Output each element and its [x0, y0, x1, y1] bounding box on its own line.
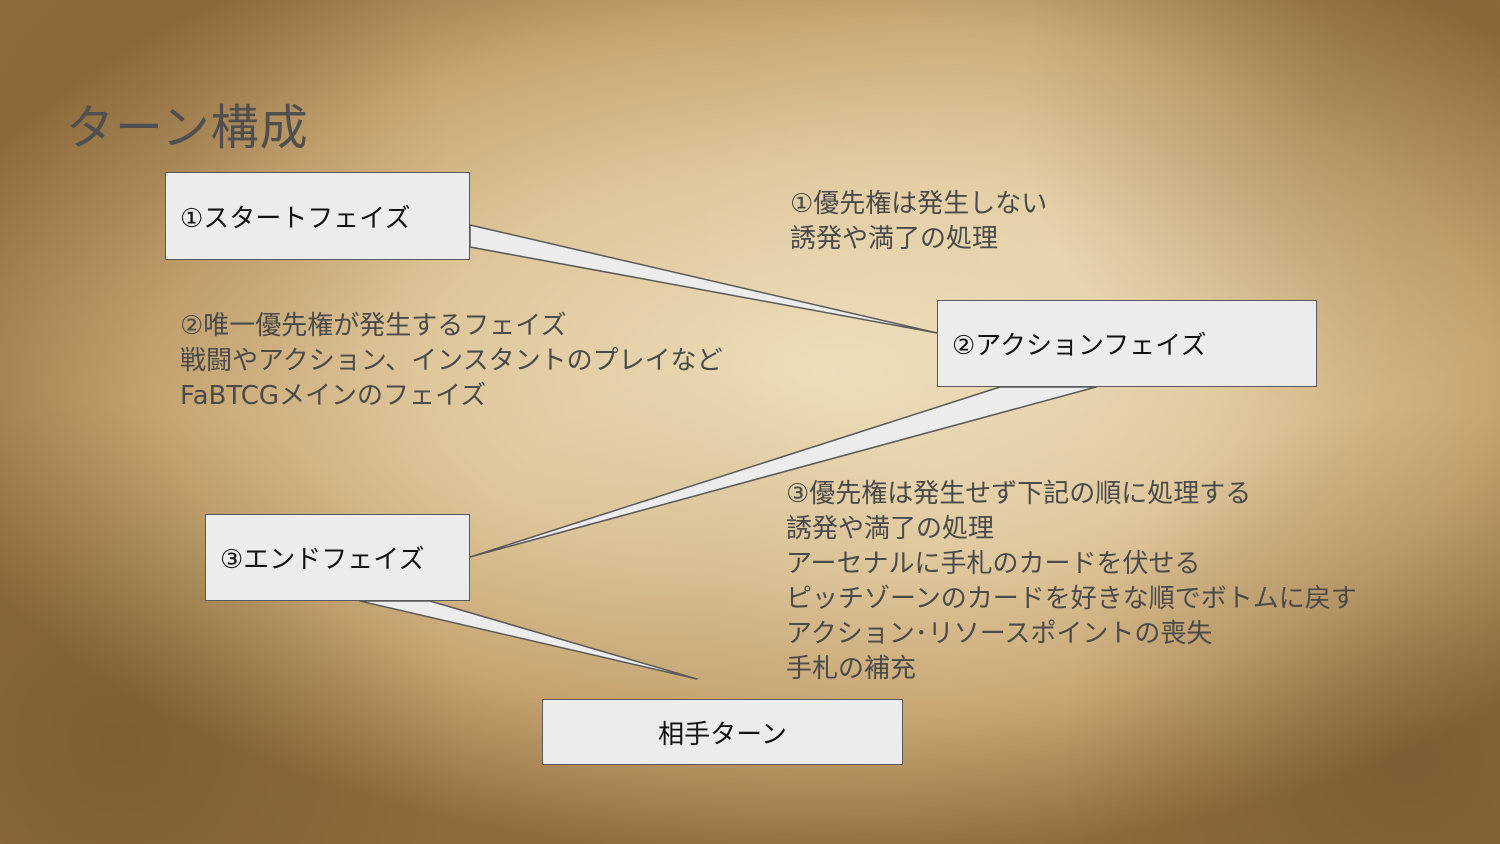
- note-line: アクション･リソースポイントの喪失: [786, 619, 1213, 649]
- note-line: ピッチゾーンのカードを好きな順でボトムに戻す: [786, 584, 1357, 614]
- phase-label-end: ③エンドフェイズ: [220, 545, 425, 575]
- note-end-phase: ③優先権は発生せず下記の順に処理する 誘発や満了の処理 アーセナルに手札のカード…: [786, 477, 1357, 687]
- phase-label-opponent-turn: 相手ターン: [658, 719, 787, 750]
- connector-action-to-end: [469, 386, 1097, 558]
- connector-end-to-opponent: [359, 600, 698, 680]
- page-title: ターン構成: [66, 100, 309, 156]
- note-line: ②唯一優先権が発生するフェイズ: [180, 311, 567, 341]
- phase-box-opponent-turn: 相手ターン: [542, 699, 903, 765]
- note-line: FaBTCGメインのフェイズ: [180, 381, 487, 411]
- note-line: ①優先権は発生しない: [790, 189, 1048, 219]
- note-line: 戦闘やアクション、インスタントのプレイなど: [180, 346, 723, 376]
- phase-box-end: ③エンドフェイズ: [205, 514, 470, 601]
- note-line: ③優先権は発生せず下記の順に処理する: [786, 479, 1252, 509]
- note-line: アーセナルに手札のカードを伏せる: [786, 549, 1201, 579]
- phase-label-action: ②アクションフェイズ: [952, 331, 1207, 361]
- note-line: 手札の補充: [786, 654, 917, 684]
- phase-box-action: ②アクションフェイズ: [937, 300, 1317, 387]
- note-line: 誘発や満了の処理: [786, 514, 995, 544]
- connector-start-to-action: [469, 224, 938, 334]
- note-line: 誘発や満了の処理: [790, 224, 999, 254]
- note-start-phase: ①優先権は発生しない 誘発や満了の処理: [790, 187, 1047, 257]
- phase-label-start: ①スタートフェイズ: [180, 203, 411, 234]
- note-action-phase: ②唯一優先権が発生するフェイズ 戦闘やアクション、インスタントのプレイなど Fa…: [180, 309, 723, 414]
- phase-box-start: ①スタートフェイズ: [165, 172, 470, 260]
